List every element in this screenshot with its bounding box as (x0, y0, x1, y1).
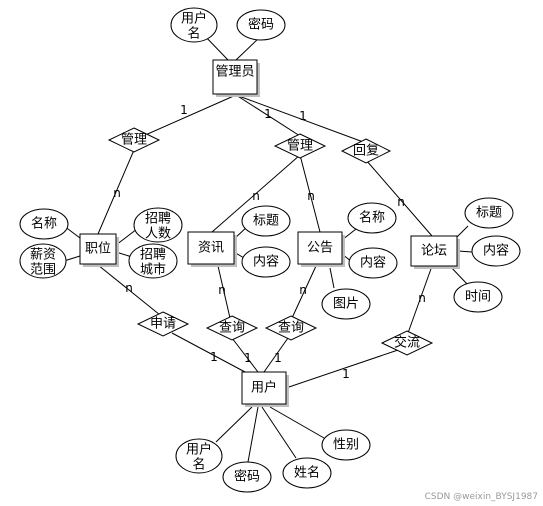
attr-user-password: 密码 (222, 461, 272, 493)
attr-forum-title-label: 标题 (476, 206, 502, 221)
card-manage-job: n (113, 186, 121, 200)
attr-job-name: 名称 (19, 208, 69, 240)
attr-news-title: 标题 (241, 205, 291, 237)
entity-admin-label: 管理员 (215, 65, 254, 80)
card-admin-manage-content: 1 (264, 107, 272, 121)
attr-user-gender: 性别 (321, 429, 371, 461)
relationship-query-news: 查询 (205, 315, 259, 341)
attr-user-password-label: 密码 (234, 469, 260, 485)
entity-forum: 论坛 (410, 235, 460, 269)
attr-notice-image-label: 图片 (333, 297, 359, 312)
entity-admin: 管理员 (212, 59, 260, 97)
relationship-reply: 回复 (340, 138, 392, 164)
attr-notice-name-label: 名称 (359, 210, 385, 226)
attr-news-content: 内容 (241, 246, 291, 278)
card-forum-communicate: n (418, 291, 426, 305)
attr-notice-content-label: 内容 (360, 255, 386, 271)
attr-forum-content: 内容 (471, 235, 521, 267)
entity-news: 资讯 (187, 231, 237, 267)
attr-job-salary-label: 薪资范围 (30, 248, 56, 278)
card-admin-manage-job: 1 (180, 103, 188, 117)
card-manage-notice: n (307, 189, 315, 203)
card-admin-reply: 1 (299, 109, 307, 123)
entity-job: 职位 (79, 233, 119, 267)
card-news-query: n (218, 283, 226, 297)
attr-user-username-label: 用户名 (186, 442, 212, 473)
card-user-query-news: 1 (244, 351, 252, 365)
attr-forum-title: 标题 (464, 197, 514, 229)
attr-news-content-label: 内容 (253, 254, 279, 270)
relationship-manage-job: 管理 (107, 127, 161, 153)
attr-forum-time: 时间 (453, 281, 503, 313)
entity-job-label: 职位 (85, 242, 111, 257)
attr-news-title-label: 标题 (253, 214, 279, 229)
card-user-query-notice: 1 (274, 351, 282, 365)
entity-notice: 公告 (297, 231, 345, 267)
attr-notice-content: 内容 (348, 247, 398, 279)
attr-user-username: 用户名 (175, 438, 223, 474)
attr-job-salary: 薪资范围 (19, 243, 67, 279)
relationship-query-notice: 查询 (264, 315, 318, 341)
attr-forum-content-label: 内容 (483, 243, 509, 259)
attr-job-headcount-label: 招聘人数 (145, 212, 171, 242)
entity-user: 用户 (241, 371, 289, 407)
attr-admin-password-label: 密码 (248, 17, 274, 33)
entity-news-label: 资讯 (198, 241, 224, 256)
attr-admin-username: 用户名 (170, 7, 218, 43)
attr-notice-name: 名称 (347, 202, 397, 234)
attr-forum-time-label: 时间 (465, 290, 491, 305)
entity-user-label: 用户 (251, 380, 277, 396)
attr-job-city-label: 招聘城市 (140, 248, 166, 278)
attr-user-name: 姓名 (282, 457, 332, 489)
attr-notice-image: 图片 (321, 288, 371, 320)
relationship-query-news-label: 查询 (219, 321, 245, 336)
attr-job-name-label: 名称 (31, 216, 57, 232)
attr-job-city: 招聘城市 (128, 243, 178, 279)
relationship-communicate-label: 交流 (394, 335, 420, 351)
relationship-query-notice-label: 查询 (278, 321, 304, 336)
attr-user-gender-label: 性别 (333, 438, 359, 453)
card-user-communicate: 1 (342, 367, 350, 381)
attr-job-headcount: 招聘人数 (133, 207, 183, 243)
card-manage-news: n (252, 189, 260, 203)
relationship-manage-content: 管理 (273, 133, 327, 159)
relationship-communicate: 交流 (380, 330, 434, 356)
card-reply-forum: n (397, 195, 405, 209)
relationship-manage-content-label: 管理 (287, 139, 313, 154)
entity-notice-label: 公告 (307, 241, 333, 256)
relationship-apply: 申请 (136, 311, 190, 337)
relationship-manage-job-label: 管理 (121, 133, 147, 148)
watermark: CSDN @weixin_BYSJ1987 (425, 492, 538, 502)
attr-admin-username-label: 用户名 (181, 11, 207, 42)
relationship-apply-label: 申请 (150, 317, 176, 332)
attr-admin-password: 密码 (236, 9, 286, 41)
card-job-apply: n (125, 281, 133, 295)
card-user-apply: 1 (210, 350, 218, 364)
relationship-reply-label: 回复 (353, 144, 379, 159)
attr-user-name-label: 姓名 (294, 465, 320, 481)
card-notice-query: n (299, 283, 307, 297)
entity-forum-label: 论坛 (421, 244, 447, 259)
cardinality-labels: 1 1 1 n n n n n n n n 1 1 1 1 (113, 103, 426, 381)
